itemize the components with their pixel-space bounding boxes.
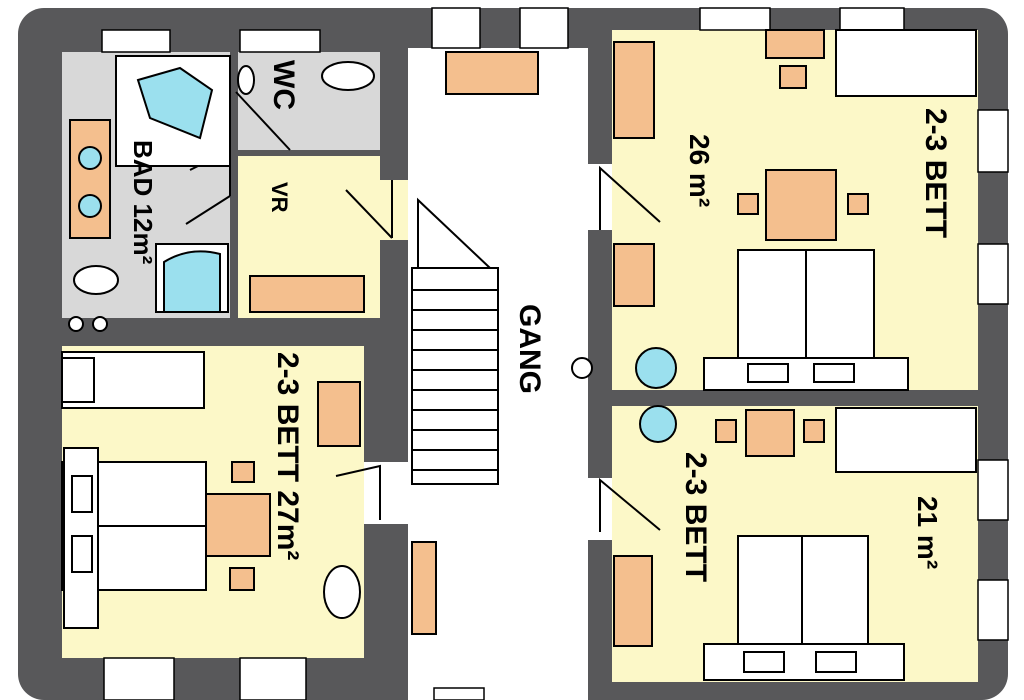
window-icon [101,7,1009,700]
wall-wc-vr [238,150,380,156]
corridor-label: GANG [513,304,546,394]
wall-bath-wc [230,52,238,318]
table-icon [745,409,795,457]
room-se-beds-label: 2-3 BETT [679,452,712,582]
chair-icon [803,419,825,443]
corridor-shelf [411,541,437,635]
wall-bath-south [40,300,62,346]
chair-icon [715,419,737,443]
wall-corridor-west-mid [380,240,408,462]
room-sw-label: 2-3 BETT 27m² [271,352,304,560]
wall-corridor-east-low [588,540,612,700]
wall-corridor-east-top [588,30,612,164]
bed-icon [835,29,977,97]
vr-label: VR [267,182,292,213]
bed-icon [835,407,977,473]
corridor-cabinet [445,51,539,95]
bath-label: BAD 12m² [128,140,158,265]
vr-bench [249,275,365,313]
wc-label: WC [267,60,300,110]
room-ne-beds-label: 2-3 BETT [919,108,952,238]
wall-east-rooms-divider [612,390,978,406]
bathtub-icon [115,55,231,167]
wall-corridor-east-mid [588,230,612,478]
table-icon [765,169,837,241]
chair-icon [847,193,869,215]
chair-icon [229,567,255,591]
room-se-furniture [613,407,977,681]
sink-icon [69,119,111,239]
chair-icon [737,193,759,215]
wall-corridor-west-top [380,30,408,180]
room-ne-furniture [613,29,977,391]
shower-icon [155,243,229,313]
chair-icon [231,461,255,483]
column-icon [571,357,593,379]
room-ne-area-label: 26 m² [684,134,715,207]
table-icon [205,493,271,557]
toilet-icon [68,61,677,619]
wall-corridor-west-low [364,524,408,700]
room-sw-furniture [61,351,361,629]
stairs-icon [411,197,499,485]
room-se-area-label: 21 m² [912,496,943,569]
